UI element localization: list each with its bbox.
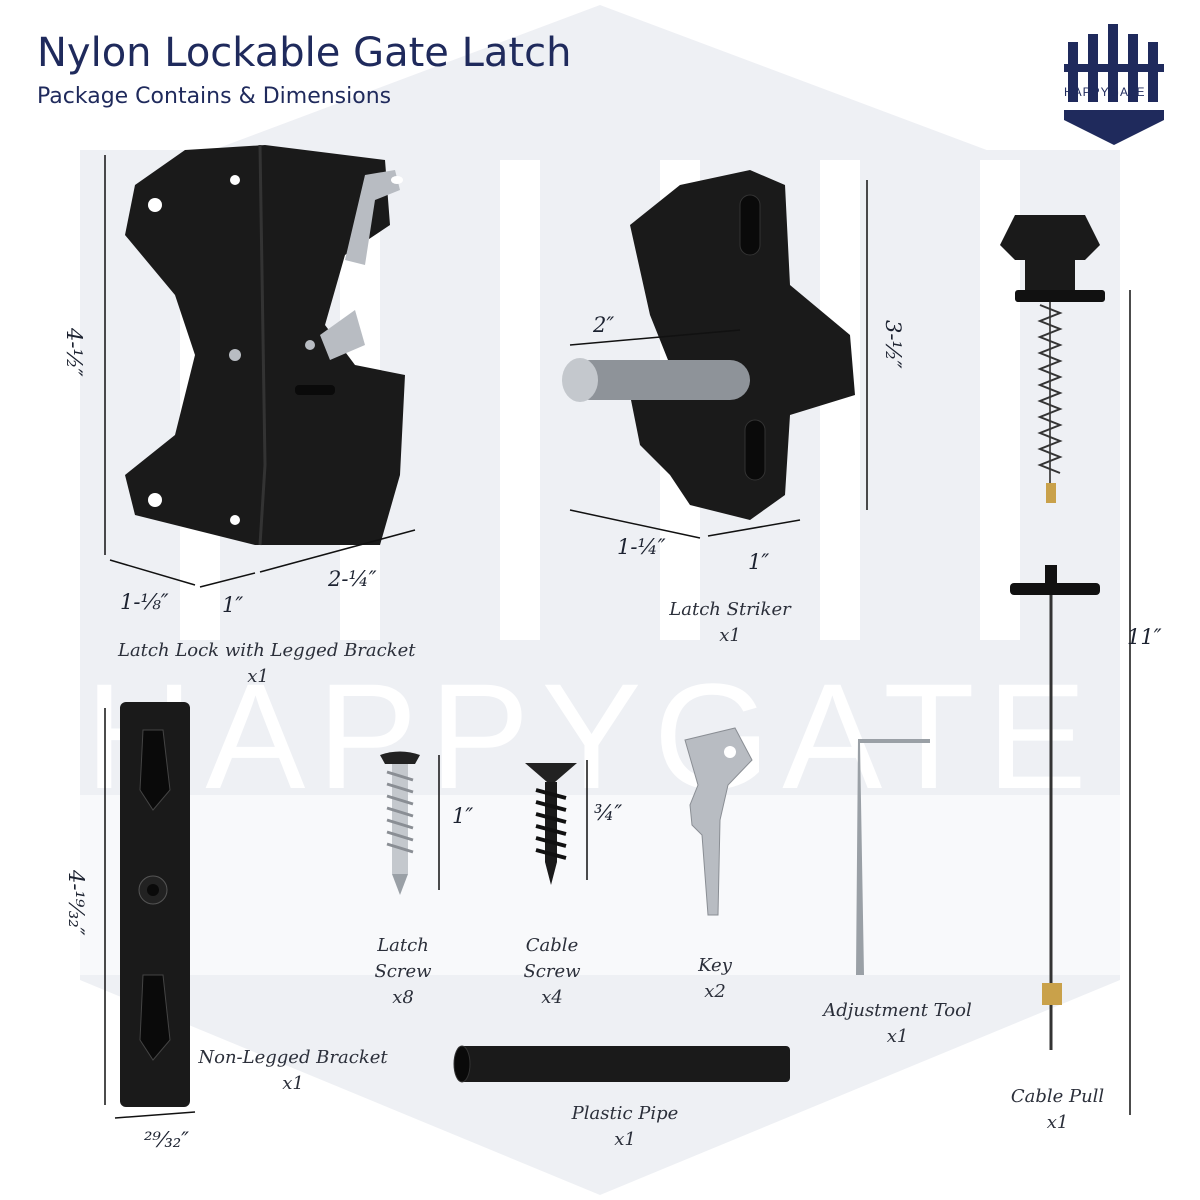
item-bracket-label: Non-Legged Bracket — [198, 1047, 388, 1068]
item-latch-screw-line2: Screw — [374, 961, 432, 982]
latch-depth-dim: 1-⅛″ — [120, 590, 169, 614]
cable-screw-image — [525, 763, 577, 885]
latch-lock-image — [125, 144, 405, 546]
latch-width-a-dim: 1″ — [222, 593, 244, 617]
latch-screw-dim-line — [438, 755, 440, 890]
key-image — [684, 727, 753, 916]
item-latch-lock-label: Latch Lock with Legged Bracket — [118, 640, 416, 661]
adjustment-tool-image — [856, 739, 930, 975]
item-cable-screw-line2: Screw — [523, 961, 581, 982]
item-cable-screw-line1: Cable — [525, 935, 579, 956]
non-legged-bracket-image — [120, 702, 190, 1107]
page-subtitle: Package Contains & Dimensions — [37, 84, 392, 109]
bracket-height-dim: 4-¹⁹⁄₃₂″ — [64, 870, 88, 936]
latch-striker-image — [562, 170, 855, 520]
cable-length-dim: 11″ — [1127, 625, 1162, 649]
plastic-pipe-image — [453, 1045, 790, 1083]
item-latch-screw-qty: x8 — [392, 987, 414, 1008]
item-cable-pull-qty: x1 — [1046, 1112, 1069, 1133]
striker-pin-dim: 2″ — [593, 313, 615, 337]
latch-width-b-dim: 2-¼″ — [328, 567, 377, 591]
striker-dimension-lines — [569, 180, 868, 539]
page-title: Nylon Lockable Gate Latch — [37, 30, 572, 76]
cable-pull-image — [1000, 215, 1105, 1050]
item-key-label: Key — [698, 955, 732, 976]
fence-shield-icon — [1064, 24, 1164, 145]
striker-height-dim: 3-½″ — [881, 320, 905, 369]
watermark-text: HAPPYGATE — [85, 652, 1099, 820]
bracket-width-dim: ²⁹⁄₃₂″ — [144, 1128, 190, 1152]
cable-dimension-line — [1129, 290, 1131, 1115]
item-plastic-pipe-qty: x1 — [614, 1129, 636, 1150]
latch-dimension-lines — [104, 155, 416, 588]
item-cable-screw-qty: x4 — [541, 987, 563, 1008]
striker-depth-dim: 1″ — [748, 550, 770, 574]
item-adjustment-tool-qty: x1 — [886, 1026, 909, 1047]
latch-screw-image — [380, 751, 420, 895]
item-latch-lock-qty: x1 — [247, 666, 269, 687]
item-striker-label: Latch Striker — [669, 599, 791, 620]
cable-screw-len-dim: ¾″ — [594, 801, 623, 825]
item-bracket-qty: x1 — [282, 1073, 304, 1094]
striker-base-dim: 1-¼″ — [617, 535, 666, 559]
item-striker-qty: x1 — [719, 625, 741, 646]
item-adjustment-tool-label: Adjustment Tool — [823, 1000, 972, 1021]
bracket-dimension-lines — [104, 708, 196, 1119]
latch-height-dim: 4-½″ — [62, 328, 86, 377]
logo-brand: HAPPYGATE — [1064, 85, 1146, 99]
item-key-qty: x2 — [704, 981, 726, 1002]
item-cable-pull-label: Cable Pull — [1010, 1086, 1105, 1107]
item-latch-screw-line1: Latch — [377, 935, 429, 956]
item-plastic-pipe-label: Plastic Pipe — [571, 1103, 679, 1124]
cable-screw-dim-line — [586, 760, 588, 880]
latch-screw-len-dim: 1″ — [452, 804, 474, 828]
